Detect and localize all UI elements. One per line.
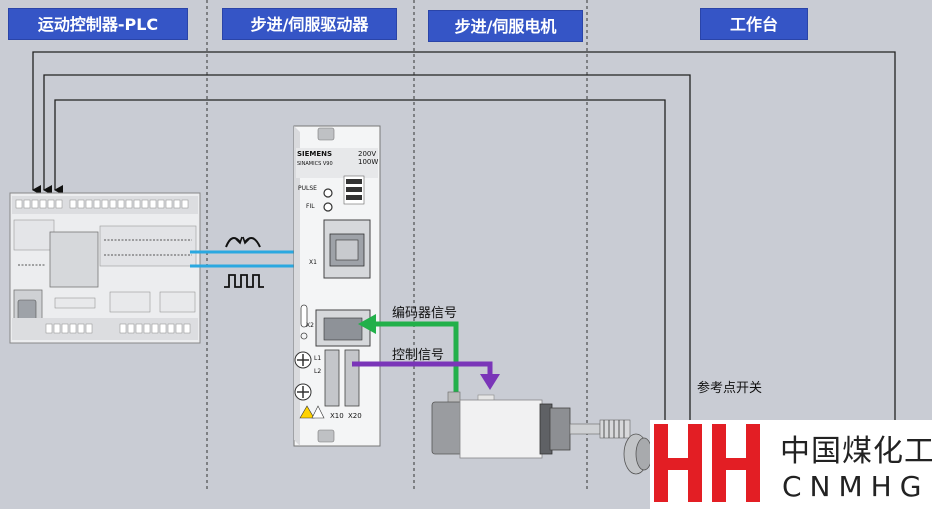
drive-fil-label: FIL bbox=[306, 203, 315, 210]
logo-text-en: CNMHG bbox=[782, 470, 930, 503]
feedback-wire-outer bbox=[32, 51, 896, 420]
plc-module bbox=[9, 192, 201, 344]
drive-x10-label: X10 bbox=[330, 412, 344, 420]
encoder-signal-arrow bbox=[358, 314, 459, 398]
drive-l2-label: L2 bbox=[314, 368, 322, 375]
drive-x1-label: X1 bbox=[309, 259, 317, 266]
drive-x2-label: X2 bbox=[306, 322, 314, 329]
drive-brand: SIEMENS bbox=[297, 150, 333, 158]
direction-symbol-icon bbox=[225, 236, 261, 248]
logo-watermark bbox=[650, 420, 932, 509]
drive-l1-label: L1 bbox=[314, 355, 322, 362]
pulse-wave-icon bbox=[224, 274, 264, 288]
drive-pulse-label: PULSE bbox=[298, 185, 317, 192]
feedback-wire-inner bbox=[54, 99, 666, 448]
servo-motor bbox=[431, 391, 601, 459]
reference-switch-label: 参考点开关 bbox=[697, 381, 763, 396]
feedback-wire-middle bbox=[43, 74, 691, 448]
drive-model: SINAMICS V90 bbox=[297, 161, 333, 167]
lead-screw-coupling bbox=[599, 419, 653, 475]
drive-rating-w: 100W bbox=[358, 158, 379, 166]
logo-text-cn: 中国煤化工 bbox=[780, 434, 932, 469]
header-table: 工作台 bbox=[700, 8, 808, 40]
header-driver: 步进/伺服驱动器 bbox=[222, 8, 397, 40]
drive-rating-v: 200V bbox=[358, 150, 377, 158]
logo-mark-icon bbox=[654, 424, 760, 502]
drive-x20-label: X20 bbox=[348, 412, 362, 420]
header-plc: 运动控制器-PLC bbox=[8, 8, 188, 40]
servo-drive bbox=[293, 125, 381, 447]
header-motor: 步进/伺服电机 bbox=[428, 10, 583, 42]
encoder-signal-label: 编码器信号 bbox=[392, 306, 458, 321]
control-signal-arrow bbox=[352, 361, 500, 390]
control-signal-label: 控制信号 bbox=[392, 348, 445, 363]
